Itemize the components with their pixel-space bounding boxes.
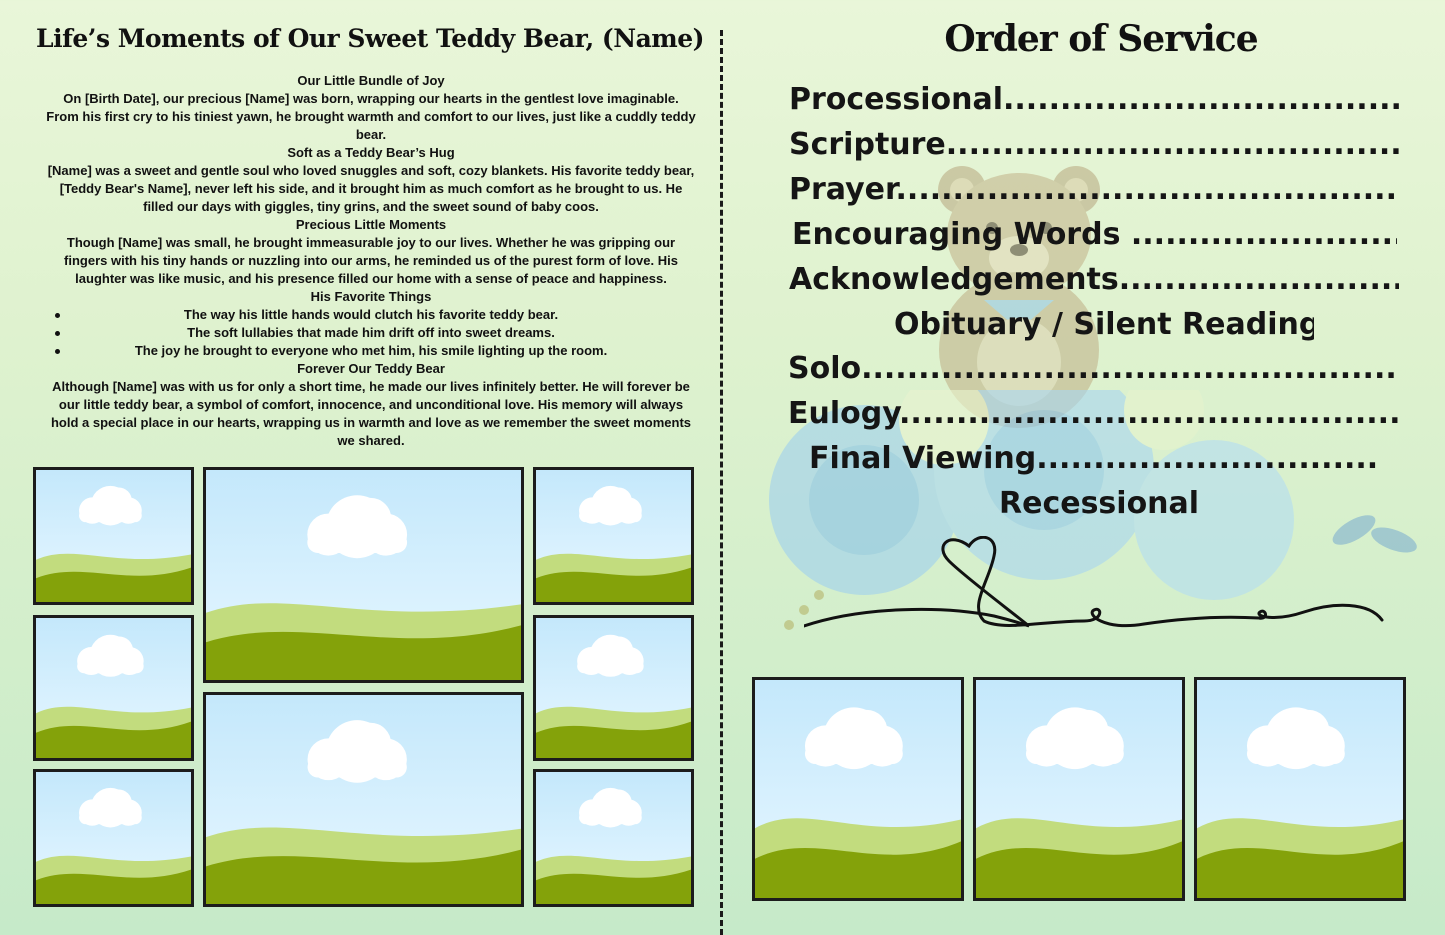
photo-placeholder[interactable] xyxy=(533,769,694,907)
cloud-icon xyxy=(79,787,142,828)
section-heading: Forever Our Teddy Bear xyxy=(297,361,445,376)
hill-front xyxy=(1197,841,1403,898)
landscape-image xyxy=(206,720,521,904)
cloud-icon xyxy=(307,720,407,783)
section-text: [Name] was a sweet and gentle soul who l… xyxy=(47,163,695,214)
cloud-icon xyxy=(579,787,642,828)
left-page: Life’s Moments of Our Sweet Teddy Bear, … xyxy=(0,0,722,935)
landscape-image xyxy=(1197,707,1403,898)
landscape-image xyxy=(536,787,691,904)
cloud-icon xyxy=(804,707,903,770)
hill-front xyxy=(536,721,691,758)
left-page-title: Life’s Moments of Our Sweet Teddy Bear, … xyxy=(36,24,704,53)
service-item-eulogy: Eulogy..................................… xyxy=(788,396,1398,431)
landscape-image xyxy=(36,485,191,602)
service-item-recessional: Recessional xyxy=(999,486,1200,521)
hill-front xyxy=(36,869,191,904)
landscape-image xyxy=(206,495,521,680)
photo-placeholder[interactable] xyxy=(33,467,194,605)
photo-placeholder[interactable] xyxy=(533,467,694,605)
cloud-icon xyxy=(1025,707,1124,770)
service-item-processional: Processional............................… xyxy=(789,82,1399,117)
section-text: Although [Name] was with us for only a s… xyxy=(50,379,692,448)
order-of-service-title: Order of Service xyxy=(944,18,1258,60)
section-heading: His Favorite Things xyxy=(310,289,432,304)
photo-placeholder[interactable] xyxy=(203,467,524,683)
list-item: The soft lullabies that made him drift o… xyxy=(46,324,696,342)
hill-front xyxy=(36,567,191,602)
photo-placeholder[interactable] xyxy=(203,692,524,907)
cloud-icon xyxy=(77,634,144,677)
photo-placeholder[interactable] xyxy=(33,615,194,761)
service-item-acknowledgements: Acknowledgements........................… xyxy=(789,262,1399,297)
flower-illustration xyxy=(769,390,1417,630)
life-story: Our Little Bundle of Joy On [Birth Date]… xyxy=(46,72,696,450)
favorite-things-list: The way his little hands would clutch hi… xyxy=(46,306,696,360)
photo-placeholder[interactable] xyxy=(752,677,964,901)
landscape-image xyxy=(536,634,691,758)
heart-line-ornament xyxy=(804,536,1384,628)
list-item: The joy he brought to everyone who met h… xyxy=(46,342,696,360)
cloud-icon xyxy=(579,485,642,526)
landscape-image xyxy=(755,707,961,898)
hill-front xyxy=(206,625,521,680)
section-heading: Our Little Bundle of Joy xyxy=(297,73,445,88)
photo-placeholder[interactable] xyxy=(33,769,194,907)
cloud-icon xyxy=(1246,707,1345,770)
cloud-icon xyxy=(79,485,142,526)
section-heading: Precious Little Moments xyxy=(295,217,447,232)
service-item-scripture: Scripture...............................… xyxy=(789,127,1399,162)
cloud-icon xyxy=(577,634,644,677)
landscape-image xyxy=(536,485,691,602)
landscape-image xyxy=(36,634,191,758)
hill-front xyxy=(536,869,691,904)
hill-front xyxy=(976,841,1182,898)
landscape-image xyxy=(976,707,1182,898)
photo-placeholder[interactable] xyxy=(973,677,1185,901)
service-item-solo: Solo....................................… xyxy=(788,351,1398,386)
teddy-bear-illustration xyxy=(938,166,1100,428)
page-divider xyxy=(720,30,723,935)
photo-placeholder[interactable] xyxy=(533,615,694,761)
hill-front xyxy=(36,721,191,758)
landscape-image xyxy=(36,787,191,904)
right-page: Order of Service Processional...........… xyxy=(724,0,1445,935)
service-item-encouraging-words: Encouraging Words ......................… xyxy=(792,217,1397,252)
service-item-prayer: Prayer..................................… xyxy=(789,172,1399,207)
photo-placeholder[interactable] xyxy=(1194,677,1406,901)
hill-front xyxy=(755,841,961,898)
hill-front xyxy=(536,567,691,602)
service-item-final-viewing: Final Viewing...........................… xyxy=(809,441,1379,476)
section-heading: Soft as a Teddy Bear’s Hug xyxy=(287,145,455,160)
hill-front xyxy=(206,849,521,904)
section-text: Though [Name] was small, he brought imme… xyxy=(64,235,678,286)
cloud-icon xyxy=(307,495,408,559)
service-item-obituary: Obituary / Silent Reading xyxy=(894,307,1314,342)
list-item: The way his little hands would clutch hi… xyxy=(46,306,696,324)
section-text: On [Birth Date], our precious [Name] was… xyxy=(46,91,696,142)
